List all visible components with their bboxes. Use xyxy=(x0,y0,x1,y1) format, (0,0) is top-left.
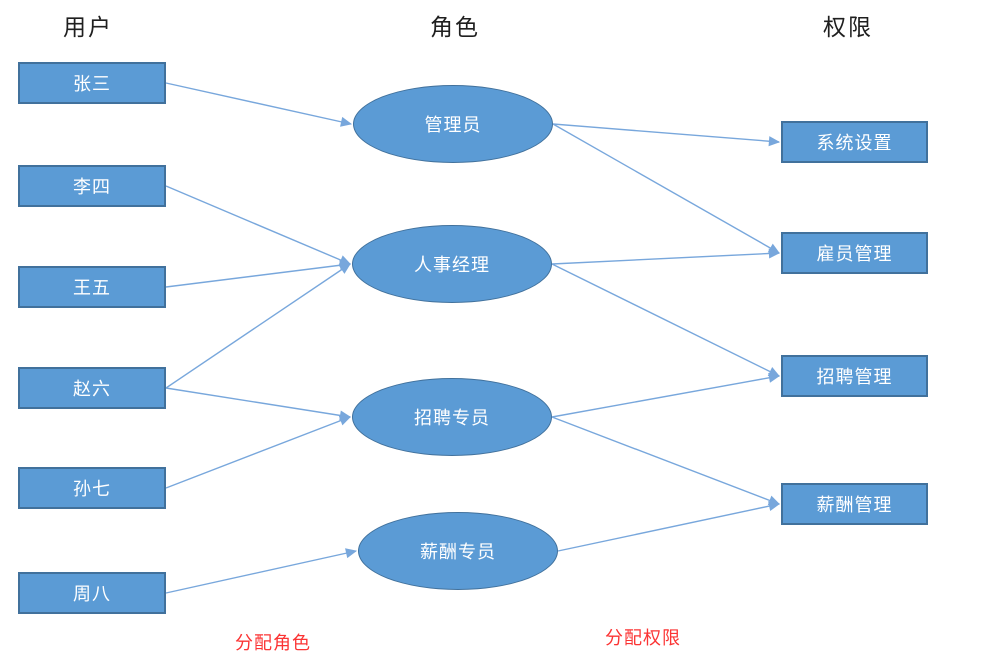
edge-comp-spec-to-comp-mgmt xyxy=(557,501,781,552)
permission-node-recruitment-management: 招聘管理 xyxy=(781,355,928,397)
annotation-assign-permission: 分配权限 xyxy=(605,628,681,648)
user-node-zhouba: 周八 xyxy=(18,572,166,614)
column-header-roles: 角色 xyxy=(430,14,480,40)
user-label: 王五 xyxy=(73,278,111,298)
role-label: 招聘专员 xyxy=(414,408,490,428)
user-node-zhaoliu: 赵六 xyxy=(18,367,166,409)
edge-zhangsan-to-admin xyxy=(165,82,353,127)
edge-admin-to-sys-settings xyxy=(552,123,781,147)
edge-sunqi-to-recruit-spec xyxy=(165,415,352,489)
permission-label: 招聘管理 xyxy=(816,367,893,387)
role-node-admin: 管理员 xyxy=(353,85,553,163)
permission-label: 薪酬管理 xyxy=(816,495,893,515)
user-node-lisi: 李四 xyxy=(18,165,166,207)
edge-recruit-spec-to-recruit-mgmt xyxy=(551,372,781,418)
permission-node-compensation-management: 薪酬管理 xyxy=(781,483,928,525)
edge-admin-to-employee-mgmt xyxy=(552,123,780,254)
user-node-zhangsan: 张三 xyxy=(18,62,166,104)
user-label: 孙七 xyxy=(73,479,111,499)
role-node-recruitment-specialist: 招聘专员 xyxy=(352,378,552,456)
user-label: 赵六 xyxy=(73,379,111,399)
user-node-sunqi: 孙七 xyxy=(18,467,166,509)
permission-label: 雇员管理 xyxy=(816,244,893,264)
permission-label: 系统设置 xyxy=(816,133,893,153)
role-node-hr-manager: 人事经理 xyxy=(352,225,552,303)
user-label: 李四 xyxy=(73,177,111,197)
column-header-users: 用户 xyxy=(63,14,113,40)
role-label: 管理员 xyxy=(424,115,482,135)
column-header-permissions: 权限 xyxy=(823,14,873,40)
role-node-compensation-specialist: 薪酬专员 xyxy=(358,512,558,590)
permission-node-employee-management: 雇员管理 xyxy=(781,232,928,274)
role-label: 薪酬专员 xyxy=(420,542,496,562)
edge-zhaoliu-to-hr-manager xyxy=(165,263,351,389)
role-label: 人事经理 xyxy=(414,255,490,275)
user-label: 周八 xyxy=(73,584,111,604)
edge-recruit-spec-to-comp-mgmt xyxy=(551,416,781,506)
user-node-wangwu: 王五 xyxy=(18,266,166,308)
permission-node-system-settings: 系统设置 xyxy=(781,121,928,163)
edge-zhaoliu-to-recruit-spec xyxy=(165,387,352,421)
user-label: 张三 xyxy=(73,74,111,94)
annotation-assign-role: 分配角色 xyxy=(235,633,311,653)
edge-hr-manager-to-employee-mgmt xyxy=(551,248,781,265)
edge-hr-manager-to-recruit-mgmt xyxy=(551,263,781,377)
edge-wangwu-to-hr-manager xyxy=(165,260,352,288)
edge-zhouba-to-comp-spec xyxy=(165,548,358,594)
edge-lisi-to-hr-manager xyxy=(165,185,352,265)
